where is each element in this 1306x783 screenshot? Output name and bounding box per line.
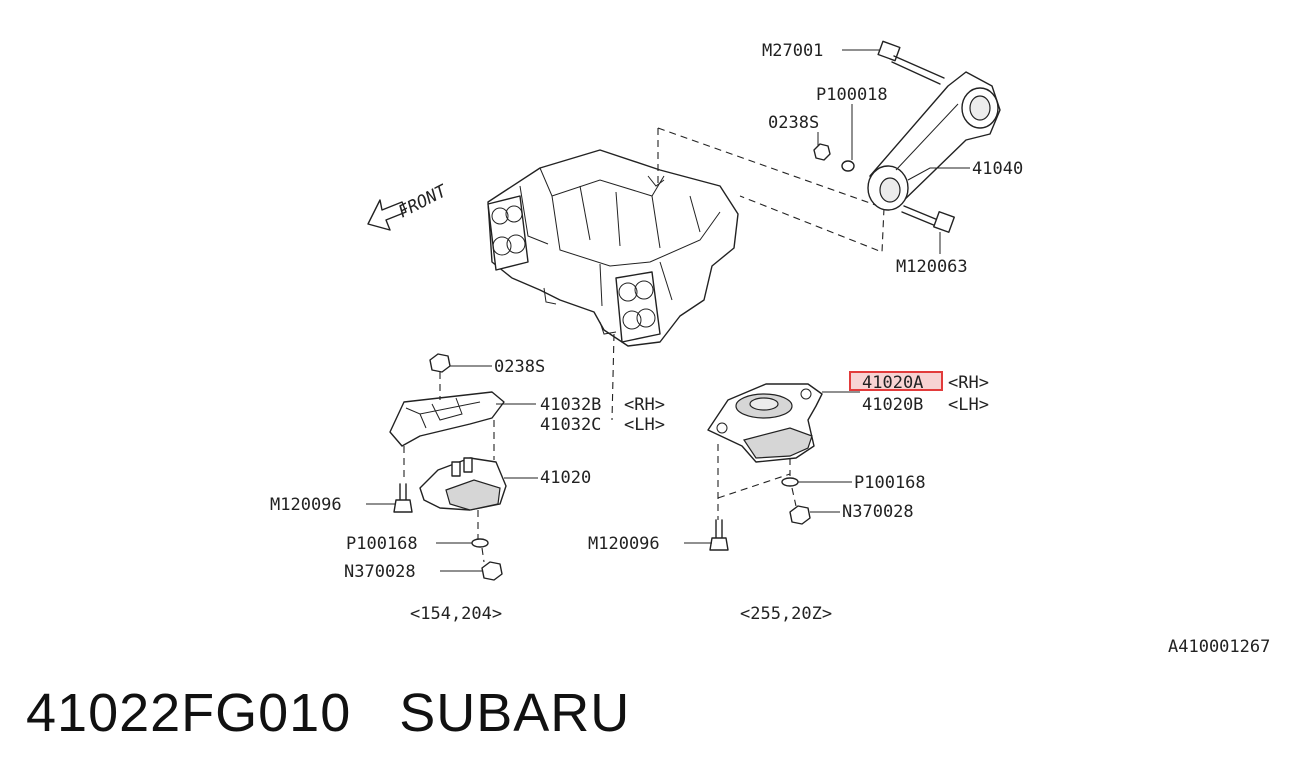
nut-icon: [789, 505, 811, 525]
front-arrow-icon: [367, 199, 407, 231]
part-title: 41022FG010 SUBARU: [26, 682, 678, 744]
label-rh-1: <RH>: [624, 395, 665, 415]
bolt-icon: [877, 40, 945, 85]
part-number: 41022FG010: [26, 683, 352, 743]
nut-icon: [813, 143, 831, 161]
bolt-icon: [393, 483, 413, 513]
front-label: FRONT: [395, 181, 451, 223]
bolt-icon: [709, 519, 729, 551]
callout-p100168-right[interactable]: P100168: [854, 473, 926, 493]
callout-p100168-left[interactable]: P100168: [346, 534, 418, 554]
callout-m120096-right[interactable]: M120096: [588, 534, 660, 554]
callout-0238s-left[interactable]: 0238S: [494, 357, 545, 377]
callout-0238s-top[interactable]: 0238S: [768, 113, 819, 133]
label-lh-2: <LH>: [948, 395, 989, 415]
bolt-icon: [901, 205, 955, 233]
selected-part-highlight: [849, 371, 943, 391]
washer-icon: [841, 160, 855, 172]
callout-p100018[interactable]: P100018: [816, 85, 888, 105]
applicability-left: <154,204>: [410, 604, 502, 624]
bracket-illustration: [389, 391, 505, 447]
callout-41032b[interactable]: 41032B: [540, 395, 601, 415]
callout-n370028-left[interactable]: N370028: [344, 562, 416, 582]
callout-m27001[interactable]: M27001: [762, 41, 823, 61]
brand-name: SUBARU: [399, 683, 631, 743]
label-rh-2: <RH>: [948, 373, 989, 393]
callout-41020b[interactable]: 41020B: [862, 395, 923, 415]
washer-icon: [471, 538, 489, 548]
drawing-id: A410001267: [1168, 637, 1270, 657]
label-lh-1: <LH>: [624, 415, 665, 435]
callout-41020a[interactable]: 41020A: [862, 373, 923, 393]
callout-n370028-right[interactable]: N370028: [842, 502, 914, 522]
callout-41040[interactable]: 41040: [972, 159, 1023, 179]
engine-mount-right-illustration: [707, 383, 823, 463]
nut-icon: [429, 353, 451, 373]
nut-icon: [481, 561, 503, 581]
callout-m120096-left[interactable]: M120096: [270, 495, 342, 515]
applicability-right: <255,20Z>: [740, 604, 832, 624]
callout-41032c[interactable]: 41032C: [540, 415, 601, 435]
engine-illustration: [487, 149, 739, 347]
pitching-stopper-illustration: [867, 71, 1001, 211]
callout-m120063[interactable]: M120063: [896, 257, 968, 277]
callout-41020[interactable]: 41020: [540, 468, 591, 488]
engine-mount-left-illustration: [419, 457, 507, 511]
washer-icon: [781, 477, 799, 487]
